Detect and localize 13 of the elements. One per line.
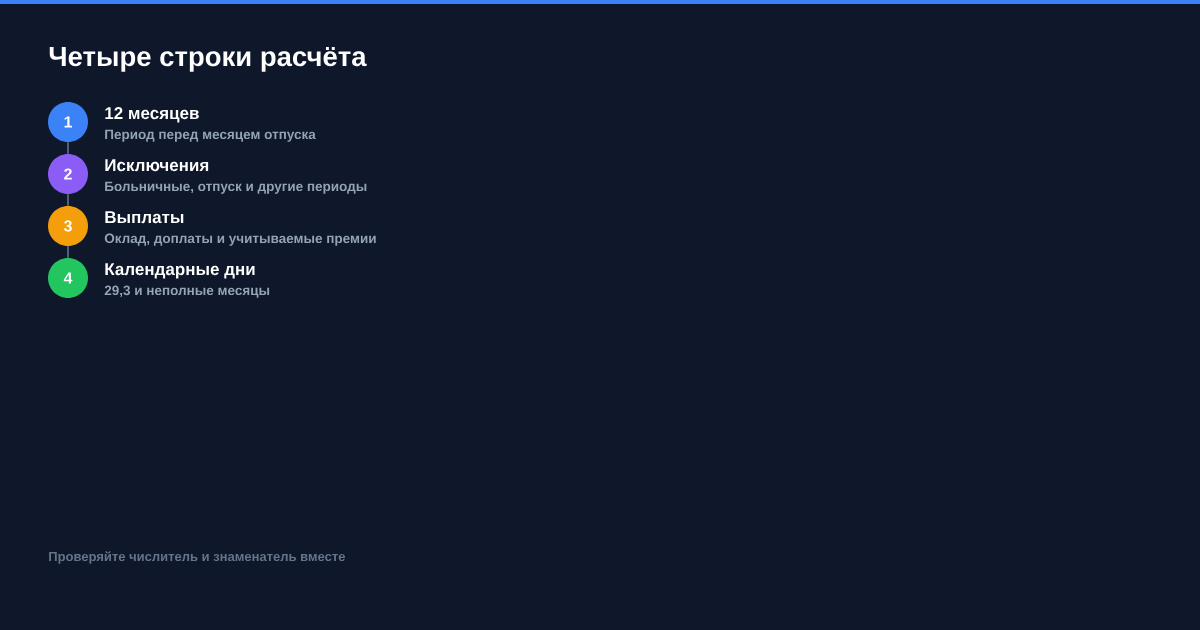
step-description: Период перед месяцем отпуска [105,129,316,142]
connector-line [67,141,69,155]
step-heading: 12 месяцев [105,107,199,123]
step-heading: Исключения [105,159,209,172]
connector-line [67,193,69,207]
footnote: Проверяйте числитель и знаменатель вместе [49,551,346,564]
step-heading: Календарные дни [105,263,255,279]
step-description: Больничные, отпуск и другие периоды [105,181,367,194]
step-description: 29,3 и неполные месяцы [104,285,270,298]
title: Четыре строки расчёта [49,46,367,72]
connector-line [67,245,69,259]
step-description: Оклад, доплаты и учитываемые премии [104,233,376,246]
step-heading: Выплаты [105,211,184,224]
